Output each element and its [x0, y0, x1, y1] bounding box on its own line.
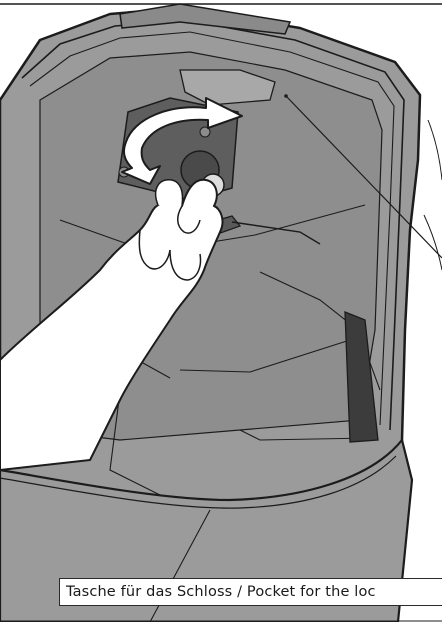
leader-dot: [284, 94, 288, 98]
pocket-caption-text: Tasche für das Schloss / Pocket for the …: [66, 584, 376, 600]
wheel-curve-1: [428, 120, 442, 180]
pocket-caption-label: Tasche für das Schloss / Pocket for the …: [59, 578, 442, 606]
hand-thumb: [156, 180, 183, 206]
